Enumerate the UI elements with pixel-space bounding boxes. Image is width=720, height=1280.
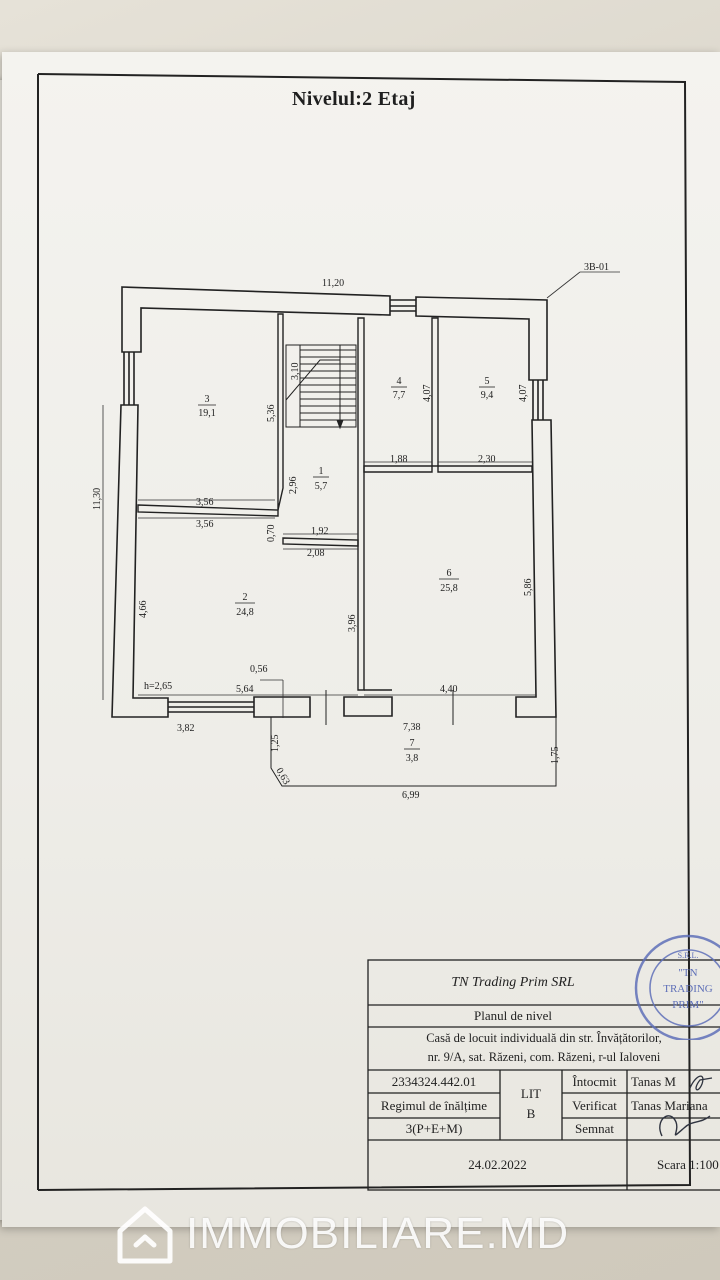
room-2: 2 24,8 (235, 592, 255, 618)
room-6: 6 25,8 (439, 568, 459, 594)
regime-value: 3(P+E+M) (405, 1121, 463, 1136)
drawn-name: Tanas M (631, 1074, 676, 1089)
document-date: 24.02.2022 (468, 1157, 527, 1172)
room-area: 25,8 (440, 583, 458, 594)
room-area: 3,8 (406, 753, 419, 764)
dim-1-88: 1,88 (390, 454, 408, 465)
dim-5-64: 5,64 (236, 684, 254, 695)
room-4: 4 7,7 (391, 376, 407, 401)
dim-0-70: 0,70 (266, 525, 277, 543)
dim-4-07b: 4,07 (518, 385, 529, 403)
room-area: 9,4 (481, 390, 494, 401)
dim-3-56b: 3,56 (196, 519, 214, 530)
cadastral-number: 2334324.442.01 (391, 1074, 477, 1089)
stamp-line-3: TRADING (663, 983, 713, 995)
room-3: 3 19,1 (198, 394, 216, 419)
dim-3-96: 3,96 (347, 615, 358, 633)
dim-left-height: 11,30 (92, 488, 103, 510)
room-number: 3 (205, 394, 210, 405)
room-number: 5 (485, 376, 490, 387)
room-area: 5,7 (315, 481, 328, 492)
dim-3-56a: 3,56 (196, 497, 214, 508)
dim-height: h=2,65 (144, 681, 172, 692)
stamp-line-2: "TN (678, 967, 697, 979)
dim-1-25: 1,25 (270, 735, 281, 753)
code-label: 3B-01 (584, 262, 609, 273)
plan-name: Planul de nivel (474, 1008, 552, 1023)
room-7: 7 3,8 (404, 738, 420, 764)
dim-1-75: 1,75 (550, 747, 561, 765)
dim-2-96: 2,96 (288, 477, 299, 495)
dim-6-99: 6,99 (402, 790, 420, 801)
watermark-text: IMMOBILIARE.MD (186, 1209, 570, 1258)
dim-4-40: 4,40 (440, 684, 458, 695)
room-5: 5 9,4 (479, 376, 495, 401)
room-number: 6 (447, 568, 452, 579)
lit-label: LIT (520, 1086, 542, 1101)
room-number: 2 (243, 592, 248, 603)
dim-4-07a: 4,07 (422, 385, 433, 403)
stamp-line-4: PRIM" (672, 999, 703, 1011)
title-block-grid (367, 959, 720, 1191)
address-line-2: nr. 9/A, sat. Răzeni, com. Răzeni, r-ul … (427, 1049, 661, 1064)
checked-label: Verificat (572, 1098, 617, 1113)
page-frame (37, 73, 692, 1191)
stamp-seal-icon: S.R.L. "TN TRADING PRIM" (634, 934, 720, 1040)
room-area: 19,1 (198, 408, 216, 419)
dim-2-08: 2,08 (307, 548, 325, 559)
room-area: 24,8 (236, 607, 254, 618)
dim-7-38: 7,38 (403, 722, 421, 733)
paper-sheet (2, 52, 720, 1227)
dim-3-10: 3,10 (290, 363, 301, 381)
interior-walls (137, 313, 533, 691)
room-number: 7 (410, 738, 415, 749)
dim-0-56: 0,56 (250, 664, 268, 675)
dim-top-width: 11,20 (322, 278, 344, 289)
dim-2-30: 2,30 (478, 454, 496, 465)
dimension-lines (102, 271, 620, 718)
dim-3-82: 3,82 (177, 723, 195, 734)
stamp-line-1: S.R.L. (678, 951, 699, 960)
outer-walls (111, 286, 557, 718)
house-icon (117, 1206, 173, 1264)
room-number: 1 (319, 466, 324, 477)
watermark: IMMOBILIARE.MD (112, 1198, 632, 1270)
dim-4-66: 4,66 (138, 601, 149, 619)
lit-value: B (526, 1106, 536, 1121)
staircase (285, 344, 357, 430)
page-title: Nivelul:2 Etaj (292, 88, 416, 110)
dim-5-86: 5,86 (523, 579, 534, 597)
dim-5-36: 5,36 (266, 405, 277, 423)
terrace-outline (270, 690, 557, 787)
room-1: 1 5,7 (313, 466, 329, 492)
room-area: 7,7 (393, 390, 406, 401)
signed-label: Semnat (575, 1121, 614, 1136)
company-name: TN Trading Prim SRL (451, 975, 575, 990)
scale-label: Scara 1:100 (657, 1157, 719, 1172)
dim-1-92: 1,92 (311, 526, 329, 537)
regime-label: Regimul de înălțime (380, 1098, 488, 1113)
address-line-1: Casă de locuit individuală din str. Învă… (426, 1030, 662, 1045)
room-number: 4 (397, 376, 402, 387)
checked-name: Tanas Mariana (631, 1098, 708, 1113)
drawn-label: Întocmit (572, 1074, 617, 1089)
